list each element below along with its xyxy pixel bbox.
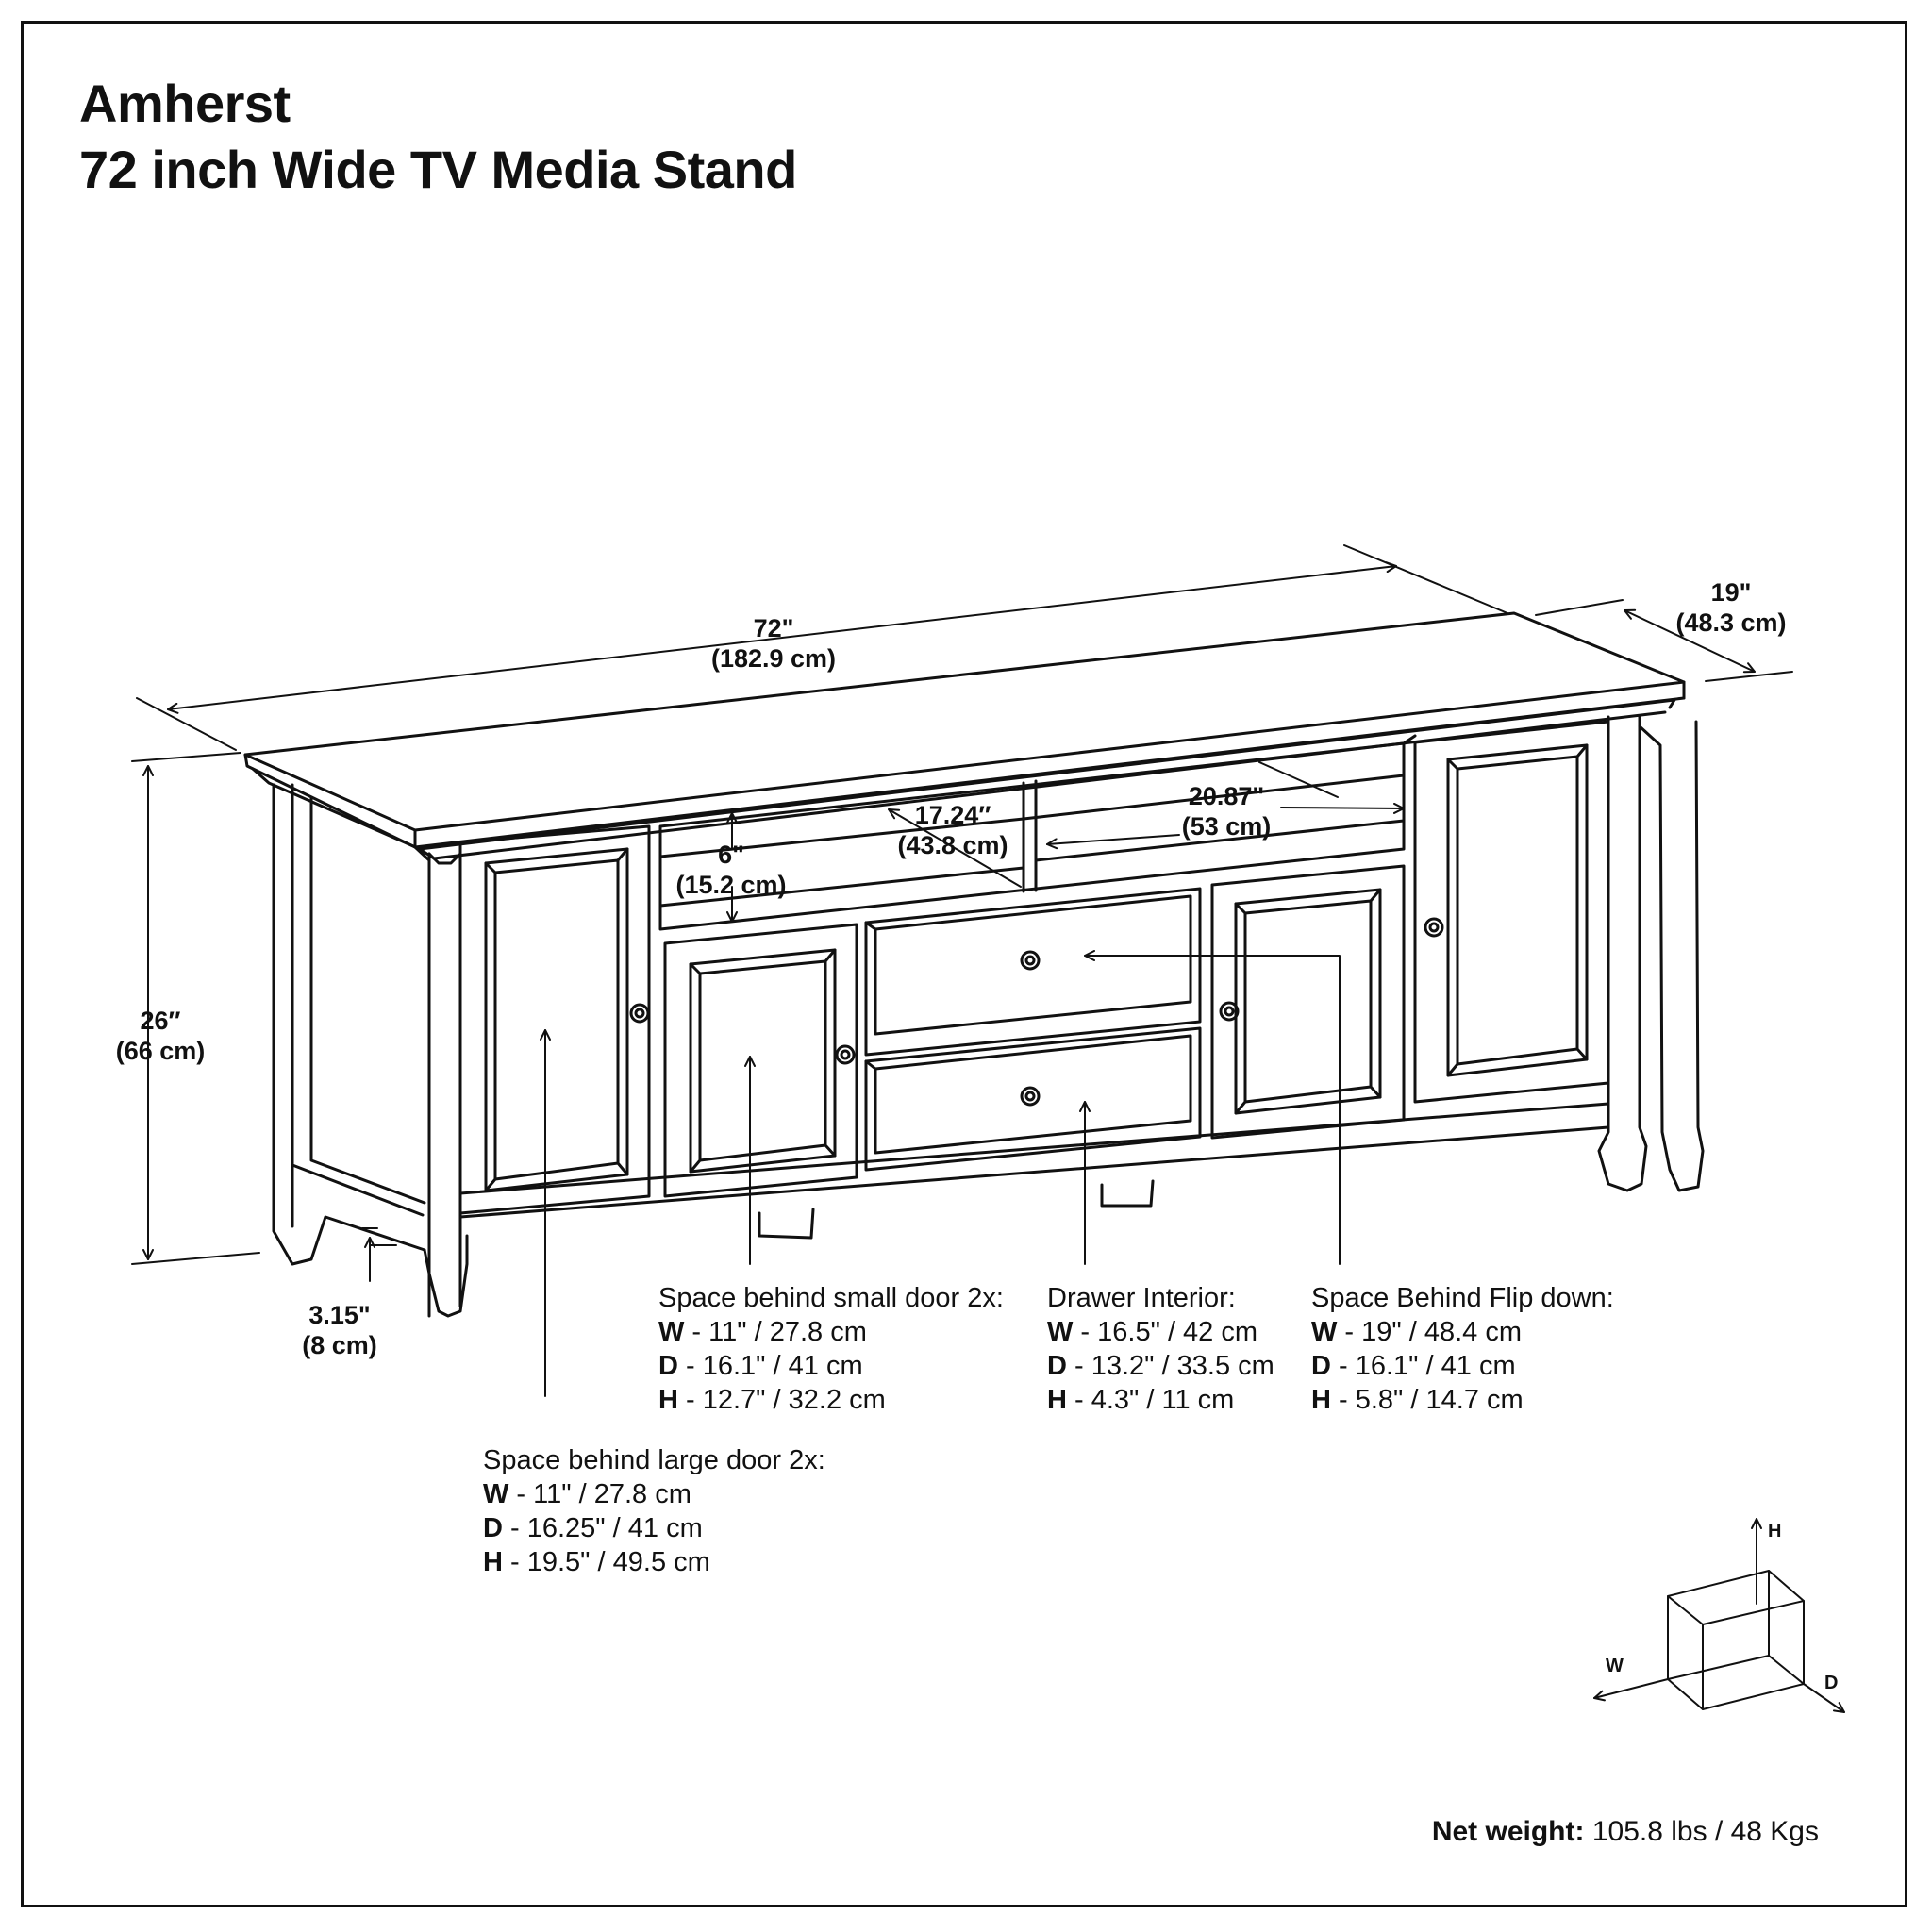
net-weight: Net weight: 105.8 lbs / 48 Kgs bbox=[1431, 1816, 1819, 1847]
drawers bbox=[864, 887, 1202, 1172]
shelf-height-label: 6"(15.2 cm) bbox=[675, 841, 787, 899]
axis-h-label: H bbox=[1768, 1521, 1782, 1541]
open-shelf bbox=[658, 734, 1417, 931]
axis-cube bbox=[1593, 1518, 1845, 1713]
leg-dimension-label: 3.15"(8 cm) bbox=[302, 1301, 377, 1359]
product-subtitle: 72 inch Wide TV Media Stand bbox=[79, 140, 797, 199]
product-name: Amherst bbox=[79, 74, 291, 133]
depth-dimension-label: 19"(48.3 cm) bbox=[1675, 578, 1787, 637]
shelf-left-width-label: 17.24″(43.8 cm) bbox=[897, 801, 1008, 859]
dimension-lines bbox=[131, 544, 1793, 1397]
drawer-spec: Drawer Interior: W - 16.5" / 42 cm D - 1… bbox=[1047, 1283, 1274, 1415]
axis-w-label: W bbox=[1606, 1656, 1624, 1676]
flip-down-spec: Space Behind Flip down: W - 19" / 48.4 c… bbox=[1311, 1283, 1614, 1415]
axis-d-label: D bbox=[1824, 1673, 1839, 1693]
height-dimension-label: 26″(66 cm) bbox=[115, 1007, 206, 1065]
large-door-spec: Space behind large door 2x: W - 11" / 27… bbox=[483, 1445, 825, 1577]
small-door-spec: Space behind small door 2x: W - 11" / 27… bbox=[658, 1283, 1004, 1415]
small-right-door bbox=[1210, 864, 1406, 1140]
left-side bbox=[272, 783, 469, 1318]
large-right-door bbox=[1413, 720, 1610, 1104]
top-surface bbox=[243, 611, 1686, 862]
shelf-right-width-label: 20.87"(53 cm) bbox=[1181, 782, 1272, 841]
page-border bbox=[21, 21, 1907, 1907]
width-dimension-label: 72"(182.9 cm) bbox=[710, 614, 837, 673]
large-left-door bbox=[458, 824, 651, 1215]
small-left-door bbox=[663, 923, 858, 1198]
